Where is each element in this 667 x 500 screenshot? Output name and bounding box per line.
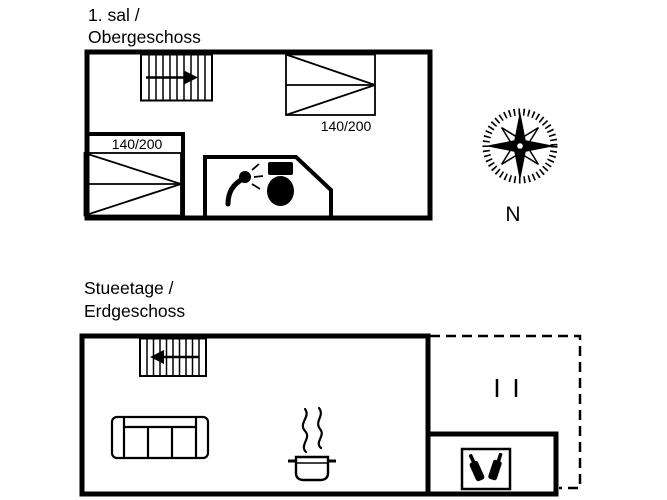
bottle-icon-left — [468, 454, 485, 482]
ground-floor-outer-walls — [79, 333, 431, 497]
cooking-pot-icon — [288, 455, 336, 482]
toilet-icon — [267, 162, 294, 206]
ground-floor-plan: Stueetage / Erdgeschoss — [79, 278, 582, 497]
annex-room-walls — [425, 431, 559, 497]
upper-floor-title-line2: Obergeschoss — [88, 27, 201, 47]
compass-center — [517, 143, 523, 149]
shower-icon — [225, 163, 264, 207]
ground-floor-title-line2: Erdgeschoss — [84, 301, 185, 321]
bathroom-walls — [203, 155, 333, 217]
stair-arrow-head — [150, 350, 164, 364]
gate-marks — [495, 379, 518, 397]
steam-icon — [301, 406, 323, 454]
bed-left-size-label: 140/200 — [112, 136, 163, 152]
double-bed-icon-top — [285, 53, 376, 116]
upper-floor-title-line1: 1. sal / — [88, 5, 140, 25]
bottle-icon-right — [488, 452, 503, 481]
ground-floor-title-line1: Stueetage / — [84, 278, 174, 298]
compass-north-label: N — [505, 203, 520, 226]
staircase-down-icon — [139, 337, 207, 377]
stair-arrow-head — [184, 70, 198, 85]
double-bed-icon-left — [83, 152, 182, 217]
compass-rose-icon: N — [482, 108, 558, 226]
upper-interior-walls — [85, 132, 333, 217]
bottles-box-icon — [460, 447, 512, 491]
staircase-up-icon — [140, 53, 213, 102]
bed-top-size-label: 140/200 — [321, 118, 372, 134]
upper-floor-plan: 1. sal / Obergeschoss — [83, 5, 433, 221]
sofa-icon — [110, 415, 210, 460]
terrace-dashed-outline — [430, 334, 582, 490]
